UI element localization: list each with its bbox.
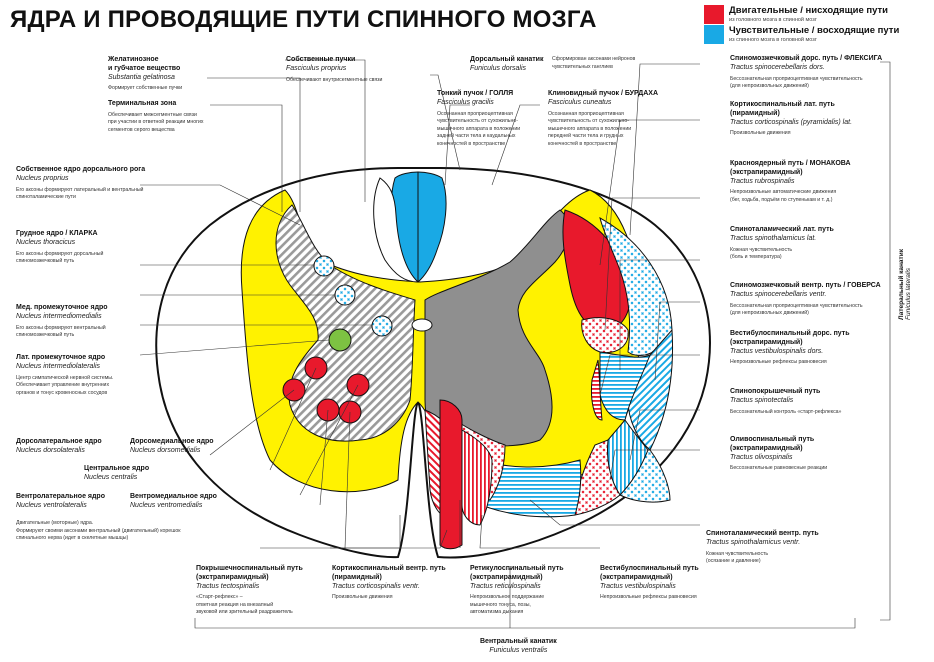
cuneate-nucleus-circle <box>371 315 393 337</box>
intermediomedial-nucleus-circle <box>334 284 356 306</box>
page-title: ЯДРА И ПРОВОДЯЩИЕ ПУТИ СПИННОГО МОЗГА <box>10 6 597 33</box>
rubrospinal-tract <box>581 317 629 354</box>
label-tectospinal: Покрышечноспинальный путь (экстрапирамид… <box>196 565 303 616</box>
vestibulospinal-dors-tract <box>591 359 603 421</box>
legend-sublabel: из головного мозга в спинной мозг <box>729 17 817 23</box>
label-dorsolateral: Дорсолатеральное ядро Nucleus dorsolater… <box>16 438 102 454</box>
lateral-right-blue-edge <box>619 449 671 503</box>
label-central: Центральное ядро Nucleus centralis <box>84 465 150 481</box>
olivospinal-tract <box>574 439 621 516</box>
label-fasciculus-cuneatus: Клиновидный пучок / БУРДАХА Fasciculus c… <box>548 90 659 147</box>
label-intermediolateral: Лат. промежуточное ядро Nucleus intermed… <box>16 354 114 396</box>
corticospinal-ventral-tract <box>439 399 463 550</box>
flechsig-tract <box>599 217 673 356</box>
label-intermediomedial: Мед. промежуточное ядро Nucleus intermed… <box>16 304 108 339</box>
label-motor-nuclei-note: Двигательные (моторные) ядра.Формируют с… <box>16 520 181 542</box>
label-clarke: Грудное ядро / КЛАРКА Nucleus thoracicus… <box>16 230 104 265</box>
legend-swatch-blue <box>704 25 724 44</box>
legend-label: Чувствительные / восходящие пути <box>729 25 900 36</box>
label-vestibulospinal-ventral: Вестибулоспинальный путь (экстрапирамидн… <box>600 565 699 601</box>
leader-lines <box>139 59 891 629</box>
label-spinothalamic-ventral: Спиноталамический вентр. путь Tractus sp… <box>706 530 819 565</box>
spinothalamic-lateral-tract <box>599 351 651 421</box>
label-ventromedial: Вентромедиальное ядро Nucleus ventromedi… <box>130 493 217 509</box>
legend-label: Двигательные / нисходящие пути <box>729 5 888 16</box>
label-fasciculus-proprius: Собственные пучки Fasciculus proprius Об… <box>286 56 383 83</box>
label-gelatinosa: Желатинозное и губчатое вещество Substan… <box>108 56 183 92</box>
label-corticospinal-lateral: Кортикоспинальный лат. путь (пирамидный)… <box>730 101 853 137</box>
label-spinotectal: Спинопокрышечный путь Tractus spinotecta… <box>730 388 842 415</box>
intermediolateral-nucleus-circle <box>328 328 352 352</box>
label-nucleus-proprius: Собственное ядро дорсального рога Nucleu… <box>16 166 146 201</box>
left-gray-horn <box>275 204 416 442</box>
label-dorsal-funiculus: Дорсальный канатик Funiculus dorsalis <box>470 56 544 72</box>
label-flechsig: Спиномозжечковый дорс. путь / ФЛЕКСИГА T… <box>730 55 883 90</box>
label-corticospinal-ventral: Кортикоспинальный вентр. путь (пирамидны… <box>332 565 446 601</box>
vestibulospinal-ventral-tract <box>461 429 493 526</box>
label-lateral-funiculus: Латеральный канатик Funiculus lateralis <box>898 249 912 320</box>
label-ventrolateral: Вентролатеральное ядро Nucleus ventrolat… <box>16 493 105 509</box>
label-spinothalamic-lateral: Спиноталамический лат. путь Tractus spin… <box>730 226 834 261</box>
label-olivospinal: Оливоспинальный путь (экстрапирамидный) … <box>730 436 828 472</box>
label-vestibulospinal-dors: Вестибулоспинальный дорс. путь (экстрапи… <box>730 330 850 366</box>
label-fasciculus-gracilis: Тонкий пучок / ГОЛЛЯ Fasciculus gracilis… <box>437 90 521 147</box>
dorsal-white-column <box>373 177 420 283</box>
label-terminal-zone: Терминальная зона Обеспечивает межсегмен… <box>108 100 204 133</box>
label-ventral-funiculus: Вентральный канатик Funiculus ventralis <box>480 638 557 654</box>
central-canal <box>411 318 433 332</box>
legend-sublabel: из спинного мозга в головной мозг <box>729 37 817 43</box>
label-gowers: Спиномозжечковый вентр. путь / ГОВЕРСА T… <box>730 282 881 317</box>
clarke-nucleus-circle <box>313 255 335 277</box>
label-reticulospinal: Ретикулоспинальный путь (экстрапирамидны… <box>470 565 564 616</box>
label-rubrospinal: Красноядерный путь / МОНАКОВА (экстрапир… <box>730 160 851 203</box>
label-dorsomedial: Дорсомедиальное ядро Nucleus dorsomedial… <box>130 438 214 454</box>
legend-swatch-red <box>704 5 724 24</box>
